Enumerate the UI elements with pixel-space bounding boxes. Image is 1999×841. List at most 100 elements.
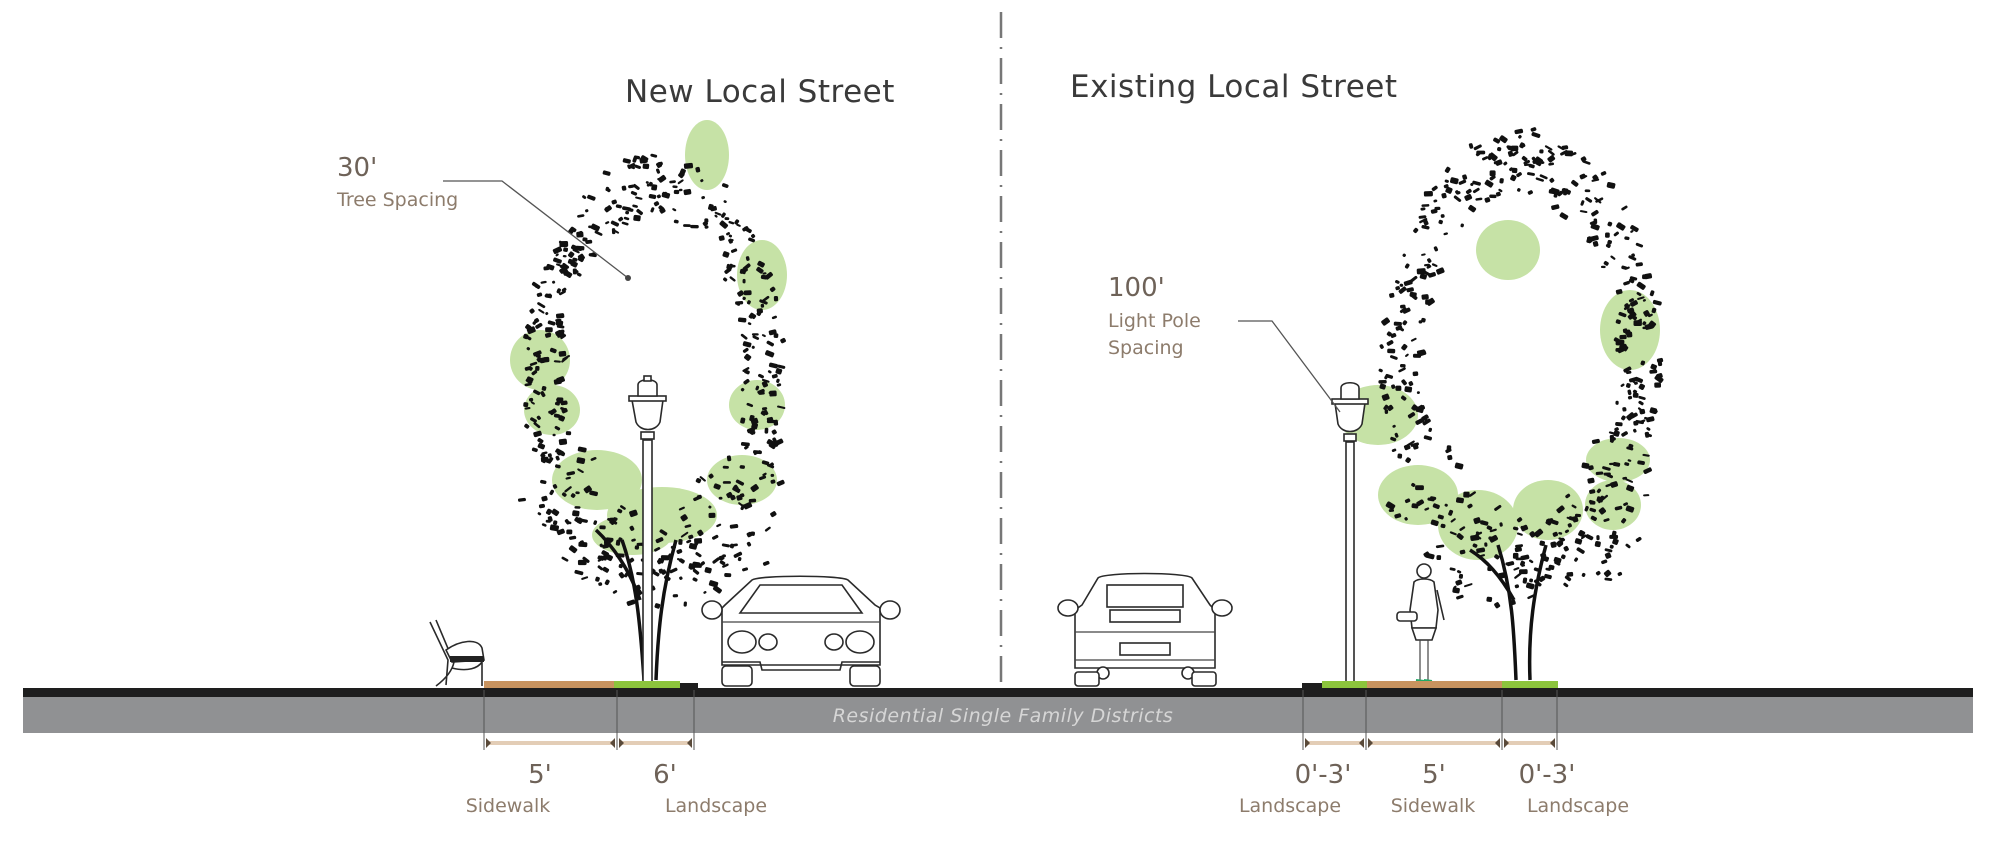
canopy-leaf-mark (1558, 532, 1563, 535)
canopy-leaf-mark (769, 286, 776, 293)
canopy-leaf-mark (564, 519, 570, 525)
canopy-leaf-mark (530, 417, 537, 423)
canopy-leaf-mark (761, 407, 768, 411)
canopy-leaf-mark (574, 569, 584, 576)
canopy-leaf-mark (1637, 460, 1645, 466)
canopy-leaf-mark (1593, 218, 1598, 225)
canopy-leaf-mark (1531, 132, 1541, 138)
canopy-leaf-mark (740, 417, 746, 424)
canopy-leaf-mark (599, 525, 606, 530)
canopy-leaf-mark (1427, 258, 1432, 263)
canopy-leaf-mark (737, 556, 742, 562)
canopy-leaf-mark (1616, 222, 1626, 231)
canopy-leaf-mark (1581, 572, 1586, 577)
canopy-leaf-mark (726, 263, 730, 270)
canopy-leaf-mark (1585, 534, 1594, 541)
canopy-leaf-mark (1494, 554, 1500, 560)
canopy-leaf-mark (1623, 366, 1632, 373)
canopy-leaf-mark (1625, 266, 1630, 270)
canopy-leaf-mark (588, 225, 595, 229)
canopy-leaf-mark (724, 217, 730, 221)
canopy-leaf-mark (775, 368, 783, 375)
canopy-leaf-mark (636, 542, 644, 547)
canopy-leaf-mark (762, 560, 770, 566)
canopy-leaf-mark (744, 353, 752, 361)
canopy-leaf-mark (1554, 561, 1561, 566)
canopy-leaf-mark (1649, 369, 1658, 374)
canopy-leaf-mark (1472, 543, 1478, 548)
canopy-leaf-mark (569, 535, 577, 540)
canopy-leaf-mark (1520, 143, 1526, 148)
canopy-leaf-mark (531, 281, 541, 289)
canopy-leaf-mark (1389, 292, 1395, 298)
canopy-leaf-mark (551, 508, 560, 517)
canopy-leaf-mark (578, 541, 588, 548)
canopy-leaf-mark (1622, 328, 1628, 334)
canopy-leaf-mark (1553, 193, 1558, 198)
canopy-leaf-mark (669, 180, 676, 184)
canopy-leaf-mark (1423, 270, 1432, 277)
canopy-leaf-mark (1637, 407, 1643, 412)
canopy-leaf-mark (621, 185, 627, 191)
canopy-leaf-mark (766, 439, 775, 447)
canopy-leaf-mark (611, 199, 617, 205)
canopy-leaf-mark (549, 524, 560, 532)
canopy-leaf-mark (1626, 484, 1635, 492)
canopy-leaf-mark (1443, 232, 1448, 236)
canopy-leaf-mark (1605, 243, 1611, 248)
canopy-leaf-mark (1648, 313, 1653, 318)
canopy-leaf-mark (1421, 204, 1430, 207)
canopy-leaf-mark (1627, 459, 1632, 462)
canopy-leaf-mark (538, 308, 545, 314)
canopy-leaf-mark (1646, 427, 1651, 431)
canopy-leaf-mark (678, 188, 683, 192)
canopy-leaf-mark (1534, 528, 1544, 538)
canopy-leaf-mark (1558, 537, 1566, 541)
canopy-leaf-mark (683, 162, 694, 169)
canopy-leaf-mark (748, 312, 755, 319)
canopy-leaf-mark (618, 216, 624, 222)
canopy-leaf-mark (1448, 509, 1454, 516)
canopy-leaf-mark (761, 381, 768, 388)
canopy-leaf-mark (523, 402, 529, 408)
canopy-leaf-mark (1401, 344, 1408, 351)
canopy-leaf-mark (780, 337, 786, 344)
canopy-leaf-mark (1636, 281, 1646, 290)
canopy-leaf-mark (1612, 461, 1621, 467)
canopy-leaf-mark (1486, 525, 1493, 531)
canopy-leaf-mark (712, 585, 722, 594)
canopy-leaf-mark (648, 181, 653, 187)
canopy-leaf-mark (658, 205, 665, 211)
canopy-leaf-mark (535, 365, 540, 371)
canopy-leaf-mark (1489, 175, 1496, 181)
canopy-leaf-mark (1643, 310, 1650, 317)
canopy-leaf-mark (1482, 156, 1489, 161)
dim-value-landscape-existing-2: 0'-3' (1519, 760, 1576, 790)
canopy-leaf-mark (678, 539, 683, 545)
canopy-foliage-patch (1378, 465, 1458, 525)
canopy-leaf-mark (1420, 207, 1426, 211)
canopy-leaf-mark (1626, 412, 1636, 421)
canopy-leaf-mark (1428, 427, 1433, 432)
canopy-leaf-mark (656, 161, 663, 167)
canopy-leaf-mark (654, 603, 661, 609)
canopy-leaf-mark (1621, 205, 1628, 211)
canopy-leaf-mark (661, 191, 668, 197)
canopy-leaf-mark (1651, 307, 1657, 314)
canopy-leaf-mark (1512, 552, 1519, 559)
canopy-leaf-mark (1528, 163, 1535, 169)
canopy-leaf-mark (734, 219, 740, 225)
canopy-leaf-mark (577, 230, 584, 236)
canopy-leaf-mark (748, 237, 756, 243)
canopy-leaf-mark (1609, 544, 1614, 549)
canopy-leaf-mark (1445, 186, 1453, 194)
canopy-leaf-mark (1424, 263, 1430, 267)
canopy-leaf-mark (540, 479, 547, 485)
canopy-leaf-mark (726, 491, 733, 499)
canopy-leaf-mark (651, 184, 658, 191)
canopy-leaf-mark (572, 257, 578, 262)
canopy-leaf-mark (1588, 499, 1596, 505)
canopy-leaf-mark (1404, 517, 1408, 521)
canopy-leaf-mark (1596, 488, 1602, 494)
canopy-leaf-mark (1591, 209, 1599, 217)
